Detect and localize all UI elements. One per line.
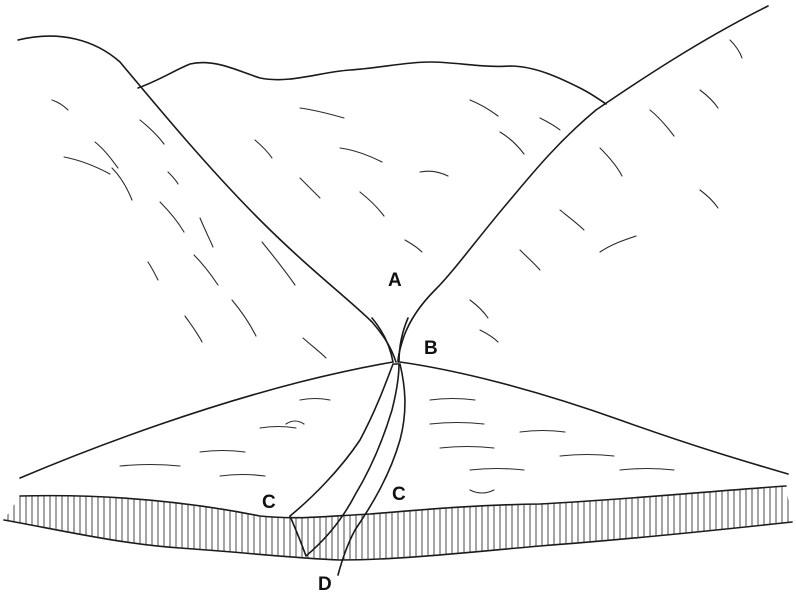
back-ridge: [138, 62, 606, 104]
back-slope-texture: [255, 100, 560, 252]
label-b: B: [424, 338, 438, 359]
fan-left-edge: [20, 362, 393, 478]
fan-texture: [120, 399, 674, 494]
right-mountain-slope: [398, 6, 768, 362]
label-c-left: C: [262, 492, 276, 513]
label-d: D: [318, 574, 332, 595]
label-c-right: C: [392, 484, 406, 505]
fan-right-edge: [400, 362, 788, 474]
label-a: A: [388, 270, 402, 291]
left-slope-texture: [52, 100, 326, 358]
right-slope-texture: [470, 40, 742, 342]
left-mountain-slope: [18, 36, 396, 362]
